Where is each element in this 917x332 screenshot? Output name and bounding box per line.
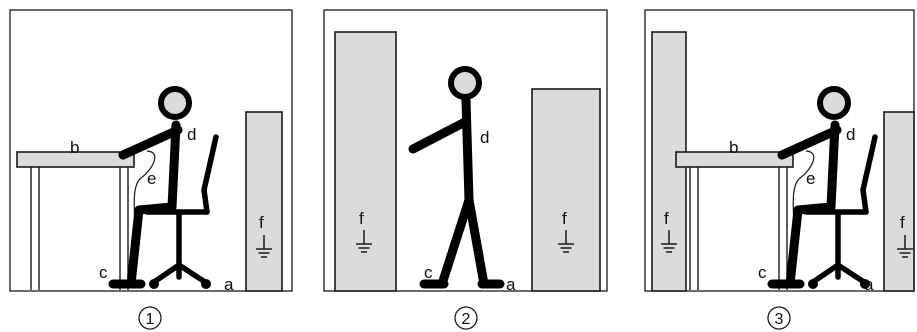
scene-3: b d e c a f f 3 bbox=[644, 9, 915, 330]
label-d: d bbox=[846, 125, 855, 144]
scene-1-frame bbox=[9, 9, 293, 292]
label-c: c bbox=[424, 263, 433, 282]
label-f: f bbox=[259, 213, 264, 232]
label-f-left: f bbox=[359, 209, 364, 228]
scene-2: d c a f f 2 bbox=[323, 9, 608, 330]
scene-1-number-circle bbox=[138, 306, 162, 330]
label-a: a bbox=[864, 275, 874, 294]
scene-2-number-circle bbox=[454, 306, 478, 330]
label-b: b bbox=[70, 138, 79, 157]
label-a: a bbox=[506, 275, 516, 294]
label-c: c bbox=[99, 263, 108, 282]
label-e: e bbox=[147, 169, 156, 188]
scene-1-number: 1 bbox=[146, 311, 155, 328]
ground-cabinet-right bbox=[883, 111, 915, 292]
label-d: d bbox=[187, 125, 196, 144]
label-f-right: f bbox=[900, 213, 905, 232]
ground-cabinet bbox=[245, 111, 283, 292]
label-f-left: f bbox=[664, 209, 669, 228]
standing-worker bbox=[408, 66, 505, 289]
scene-3-number-circle bbox=[767, 306, 791, 330]
label-d: d bbox=[480, 128, 489, 147]
label-b: b bbox=[729, 138, 738, 157]
scene-3-number: 3 bbox=[775, 311, 784, 328]
label-c: c bbox=[758, 263, 767, 282]
label-f-right: f bbox=[562, 209, 567, 228]
scene-2-number: 2 bbox=[462, 311, 471, 328]
ground-cabinet-right bbox=[531, 88, 601, 292]
label-a: a bbox=[224, 275, 234, 294]
scene-1: b d e c a f 1 bbox=[9, 9, 293, 330]
label-e: e bbox=[806, 169, 815, 188]
